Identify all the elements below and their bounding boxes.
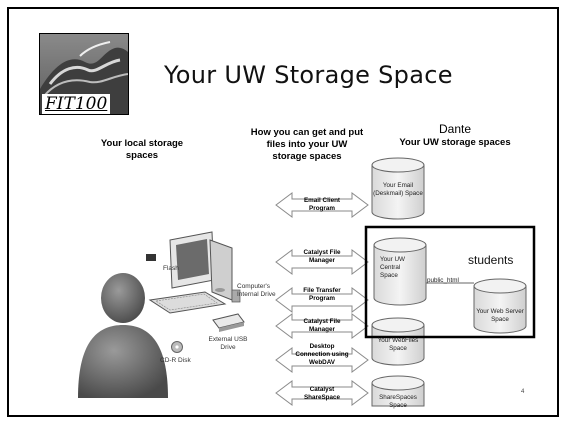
method-sharespace: Catalyst ShareSpace [303, 386, 341, 401]
space-web-server: Your Web Server Space [476, 308, 524, 323]
header-uw: Your UW storage spaces [399, 137, 511, 148]
internal-drive-label: Computer's Internal Drive [237, 283, 276, 298]
slide-title: Your UW Storage Space [164, 61, 453, 89]
cylinders [371, 157, 527, 407]
email-cylinder-body [371, 165, 425, 220]
email-cylinder-top [371, 157, 425, 173]
space-central: Your UW Central Space [380, 256, 405, 279]
logo-text: FIT100 [42, 94, 111, 114]
sharespaces-cylinder-top [371, 375, 425, 391]
flash-drive-icon [146, 254, 156, 261]
webfiles-cylinder-body [371, 325, 425, 366]
cd-r-disk-icon [171, 341, 183, 353]
external-usb-drive-icon [212, 313, 245, 332]
central-cylinder-top [373, 237, 427, 253]
cdr-label: CD-R Disk [160, 357, 191, 364]
method-catalyst-file-manager: Catalyst File Manager [303, 249, 341, 264]
header-dante: Dante [438, 122, 472, 136]
central-cylinder-body [373, 245, 427, 306]
email-client-arrow [275, 192, 369, 218]
file-transfer-arrow [275, 287, 369, 313]
external-drive-label: External USB Drive [208, 336, 248, 351]
space-public-html: public_html [427, 277, 459, 284]
web-server-cylinder-top [473, 278, 527, 294]
header-local: Your local storage spaces [100, 138, 184, 161]
arrows [275, 192, 369, 406]
space-sharespaces: ShareSpaces Space [379, 394, 417, 409]
page-number: 4 [521, 389, 525, 395]
catalyst-file-manager-arrow [275, 249, 369, 275]
web-server-cylinder-body [473, 286, 527, 334]
space-email: Your Email (Deskmail) Space [373, 182, 423, 197]
computer-icon [148, 231, 241, 314]
flash-label: Flash [163, 265, 179, 272]
person-icon [78, 273, 168, 398]
space-students: students [468, 253, 514, 267]
method-catalyst-file-manager-2: Catalyst File Manager [303, 318, 341, 333]
header-how: How you can get and put files into your … [250, 127, 364, 162]
method-email-client: Email Client Program [303, 197, 341, 212]
students-box [364, 225, 536, 339]
method-webdav: Desktop Connection using WebDAV [295, 343, 349, 366]
webfiles-cylinder-top [371, 317, 425, 333]
space-webfiles: Your WebFiles Space [377, 337, 419, 352]
fit100-logo: FIT100 [39, 33, 129, 115]
sharespace-arrow [275, 380, 369, 406]
webdav-arrow [275, 347, 369, 373]
catalyst-file-manager-arrow-2 [275, 313, 369, 339]
method-file-transfer: File Transfer Program [303, 287, 341, 302]
